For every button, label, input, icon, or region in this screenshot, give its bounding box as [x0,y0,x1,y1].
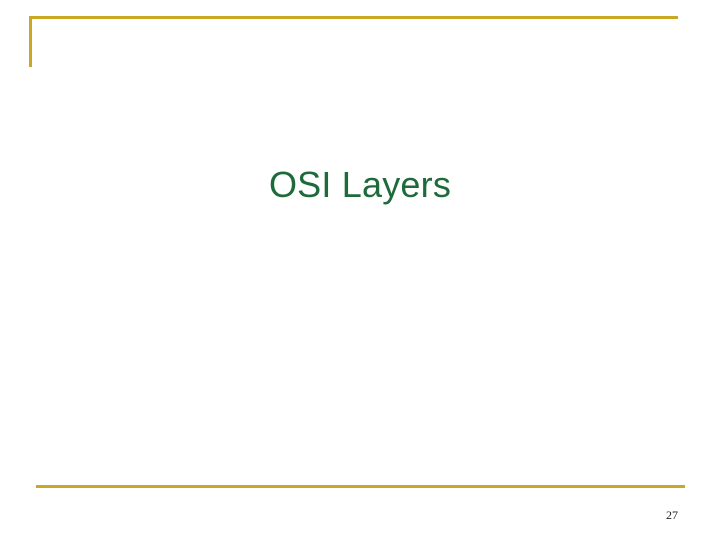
top-accent-rule [29,16,678,19]
slide-title: OSI Layers [268,164,452,205]
page-number: 27 [666,508,678,522]
left-accent-rule [29,16,32,67]
bottom-accent-rule [36,485,685,488]
